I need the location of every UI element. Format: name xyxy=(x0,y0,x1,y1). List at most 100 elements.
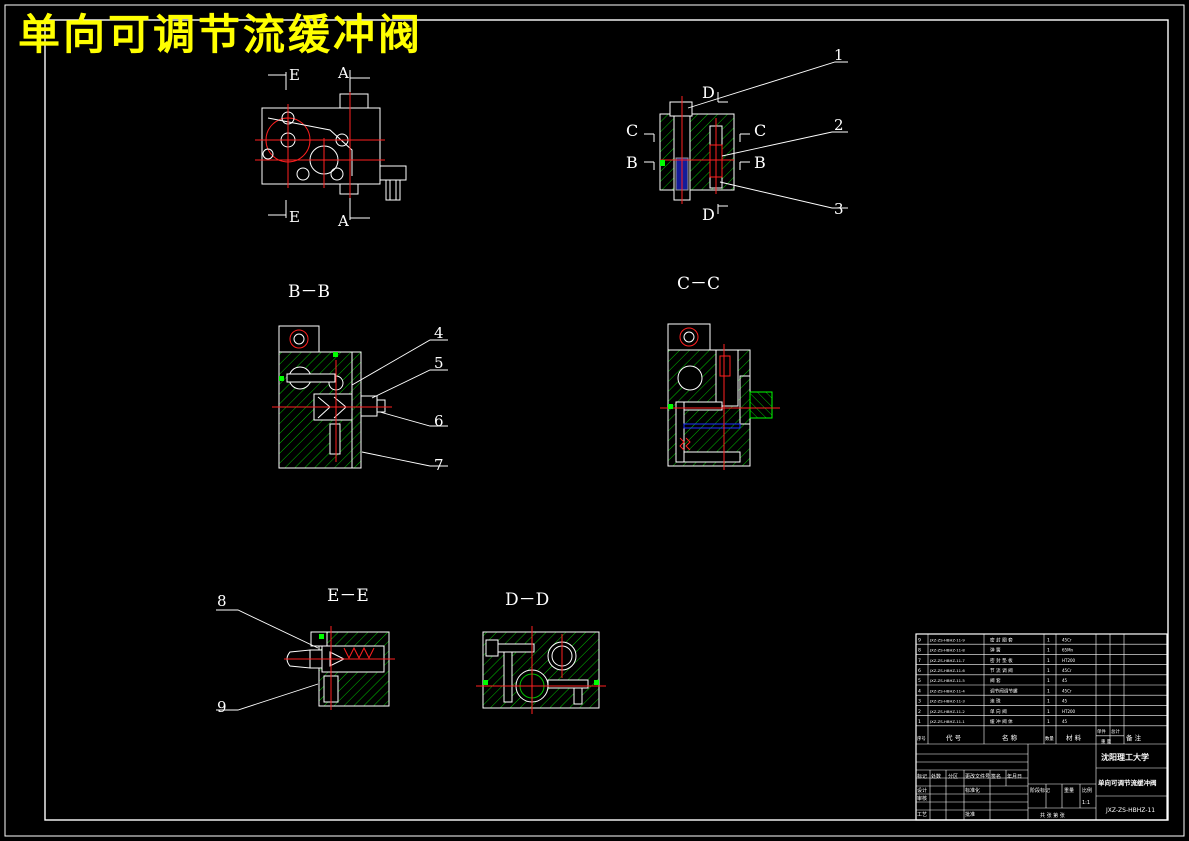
section-cc-view xyxy=(660,323,780,470)
bom-row-no: 5 xyxy=(918,678,921,684)
bom-header-code: 代 号 xyxy=(946,733,962,742)
drawing-name: 单向可调节流缓冲阀 xyxy=(1098,778,1157,787)
view-label-ee: E－E xyxy=(327,586,369,606)
leader-lines-4-7 xyxy=(351,339,448,467)
bom-header-weight: 重 量 xyxy=(1101,738,1112,745)
cut-label-e-bottom: E xyxy=(289,208,300,226)
bom-row-no: 2 xyxy=(918,709,921,715)
bom-row-code: JXZ-ZS-HBHZ-11-2 xyxy=(929,709,965,714)
revision-doc-label: 更改文件号 xyxy=(965,773,990,780)
section-ee-view xyxy=(284,626,395,710)
bom-row-code: JXZ-ZS-HBHZ-11-1 xyxy=(929,719,965,724)
bom-row-code: JXZ-ZS-HBHZ-11-5 xyxy=(929,678,965,683)
bom-row-name: 弹 簧 xyxy=(990,647,1001,654)
bom-row-code: JXZ-ZS-HBHZ-11-3 xyxy=(929,699,965,704)
leader-lines-1-3 xyxy=(687,61,848,209)
cut-label-a-bottom: A xyxy=(337,212,349,230)
balloon-9: 9 xyxy=(217,698,227,716)
bom-row-name: 密 封 圈 套 xyxy=(990,636,1013,643)
bom-row-no: 6 xyxy=(918,668,921,674)
balloon-3: 3 xyxy=(834,200,844,218)
bom-header-no: 序号 xyxy=(917,735,926,742)
view-label-cc: C－C xyxy=(677,274,720,294)
revision-count-label: 处数 xyxy=(931,773,941,780)
cut-label-d-bottom: D xyxy=(702,205,715,224)
cut-label-e-top: E xyxy=(289,66,300,84)
inner-border xyxy=(44,19,1169,821)
bom-header-remarks: 备 注 xyxy=(1126,733,1142,742)
bom-header-single: 单件 xyxy=(1097,728,1106,735)
bom-row-material: 45Cr xyxy=(1062,637,1072,642)
bom-row-code: JXZ-ZS-HBHZ-11-6 xyxy=(929,668,965,673)
drawing-number: JXZ-ZS-HBHZ-11 xyxy=(1105,807,1155,814)
role-standard-label: 标准化 xyxy=(965,787,980,794)
bom-row-name: 滚 珠 xyxy=(990,698,1001,705)
balloon-5: 5 xyxy=(434,354,444,372)
bom-row-name: 单 向 阀 xyxy=(990,708,1007,715)
cut-label-b-left: B xyxy=(626,153,638,172)
role-design-label: 设计 xyxy=(917,787,927,794)
section-marks-e-a xyxy=(268,70,370,220)
bom-row-material: 45Cr xyxy=(1062,688,1072,693)
role-process-label: 工艺 xyxy=(917,812,927,818)
bom-row-no: 4 xyxy=(918,688,921,694)
bom-row-code: JXZ-ZS-HBHZ-11-8 xyxy=(929,648,965,653)
bom-row-no: 3 xyxy=(918,699,921,705)
bom-row-name: 调节阀调节螺 xyxy=(990,687,1018,694)
bom-row-no: 7 xyxy=(918,658,921,664)
bom-row-qty: 1 xyxy=(1047,658,1050,664)
role-approve-label: 批准 xyxy=(965,811,975,818)
balloon-7: 7 xyxy=(434,456,444,474)
revision-mark-label: 标记 xyxy=(917,773,927,780)
university-name: 沈阳理工大学 xyxy=(1101,752,1149,762)
outer-border xyxy=(4,4,1185,837)
leader-lines-8-9 xyxy=(216,609,319,711)
title-block-grid xyxy=(916,743,1167,820)
bom-row-name: 节 流 调 阀 xyxy=(990,667,1013,674)
cut-label-d-top: D xyxy=(702,83,715,102)
cut-label-b-right: B xyxy=(754,153,766,172)
bom-header-material: 材 料 xyxy=(1066,733,1082,742)
scale-value: 1:1 xyxy=(1082,800,1090,806)
balloon-2: 2 xyxy=(834,116,844,134)
balloon-1: 1 xyxy=(834,46,844,64)
bom-row-no: 8 xyxy=(918,648,921,654)
weight-label: 重量 xyxy=(1064,787,1074,794)
bom-row-qty: 1 xyxy=(1047,719,1050,725)
view-label-dd: D－D xyxy=(505,590,549,610)
cut-label-c-left: C xyxy=(626,121,638,140)
bom-header-total: 总计 xyxy=(1111,728,1120,735)
section-dd-view xyxy=(476,626,606,714)
bom-row-qty: 1 xyxy=(1047,688,1050,694)
bom-row-name: 缓 冲 阀 体 xyxy=(990,718,1013,725)
bom-row-qty: 1 xyxy=(1047,668,1050,674)
bom-row-material: 45 xyxy=(1062,678,1068,683)
scale-label: 比例 xyxy=(1082,787,1092,794)
bom-row-qty: 1 xyxy=(1047,637,1050,643)
section-marks-c-b-d xyxy=(644,92,750,214)
bom-row-no: 1 xyxy=(918,719,921,725)
revision-date-label: 年月日 xyxy=(1007,773,1022,780)
balloon-4: 4 xyxy=(434,324,444,342)
bom-row-qty: 1 xyxy=(1047,709,1050,715)
front-section-view xyxy=(659,96,735,204)
cut-label-c-right: C xyxy=(754,121,766,140)
role-review-label: 审核 xyxy=(917,795,927,802)
section-bb-view xyxy=(272,325,392,469)
bom-row-code: JXZ-ZS-HBHZ-11-4 xyxy=(929,688,965,693)
bom-row-material: 45 xyxy=(1062,699,1068,704)
balloon-8: 8 xyxy=(217,592,227,610)
bom-row-name: 密 封 垫 板 xyxy=(990,657,1013,664)
top-view xyxy=(255,88,407,201)
bom-row-material: 65Mn xyxy=(1062,648,1074,653)
revision-zone-label: 分区 xyxy=(948,773,958,780)
sheet-info: 共 张 第 张 xyxy=(1040,812,1065,819)
balloon-6: 6 xyxy=(434,412,444,430)
bom-row-name: 阀 套 xyxy=(990,677,1001,684)
bom-row-qty: 1 xyxy=(1047,648,1050,654)
view-label-bb: B－B xyxy=(288,282,330,302)
cut-label-a-top: A xyxy=(337,64,349,82)
